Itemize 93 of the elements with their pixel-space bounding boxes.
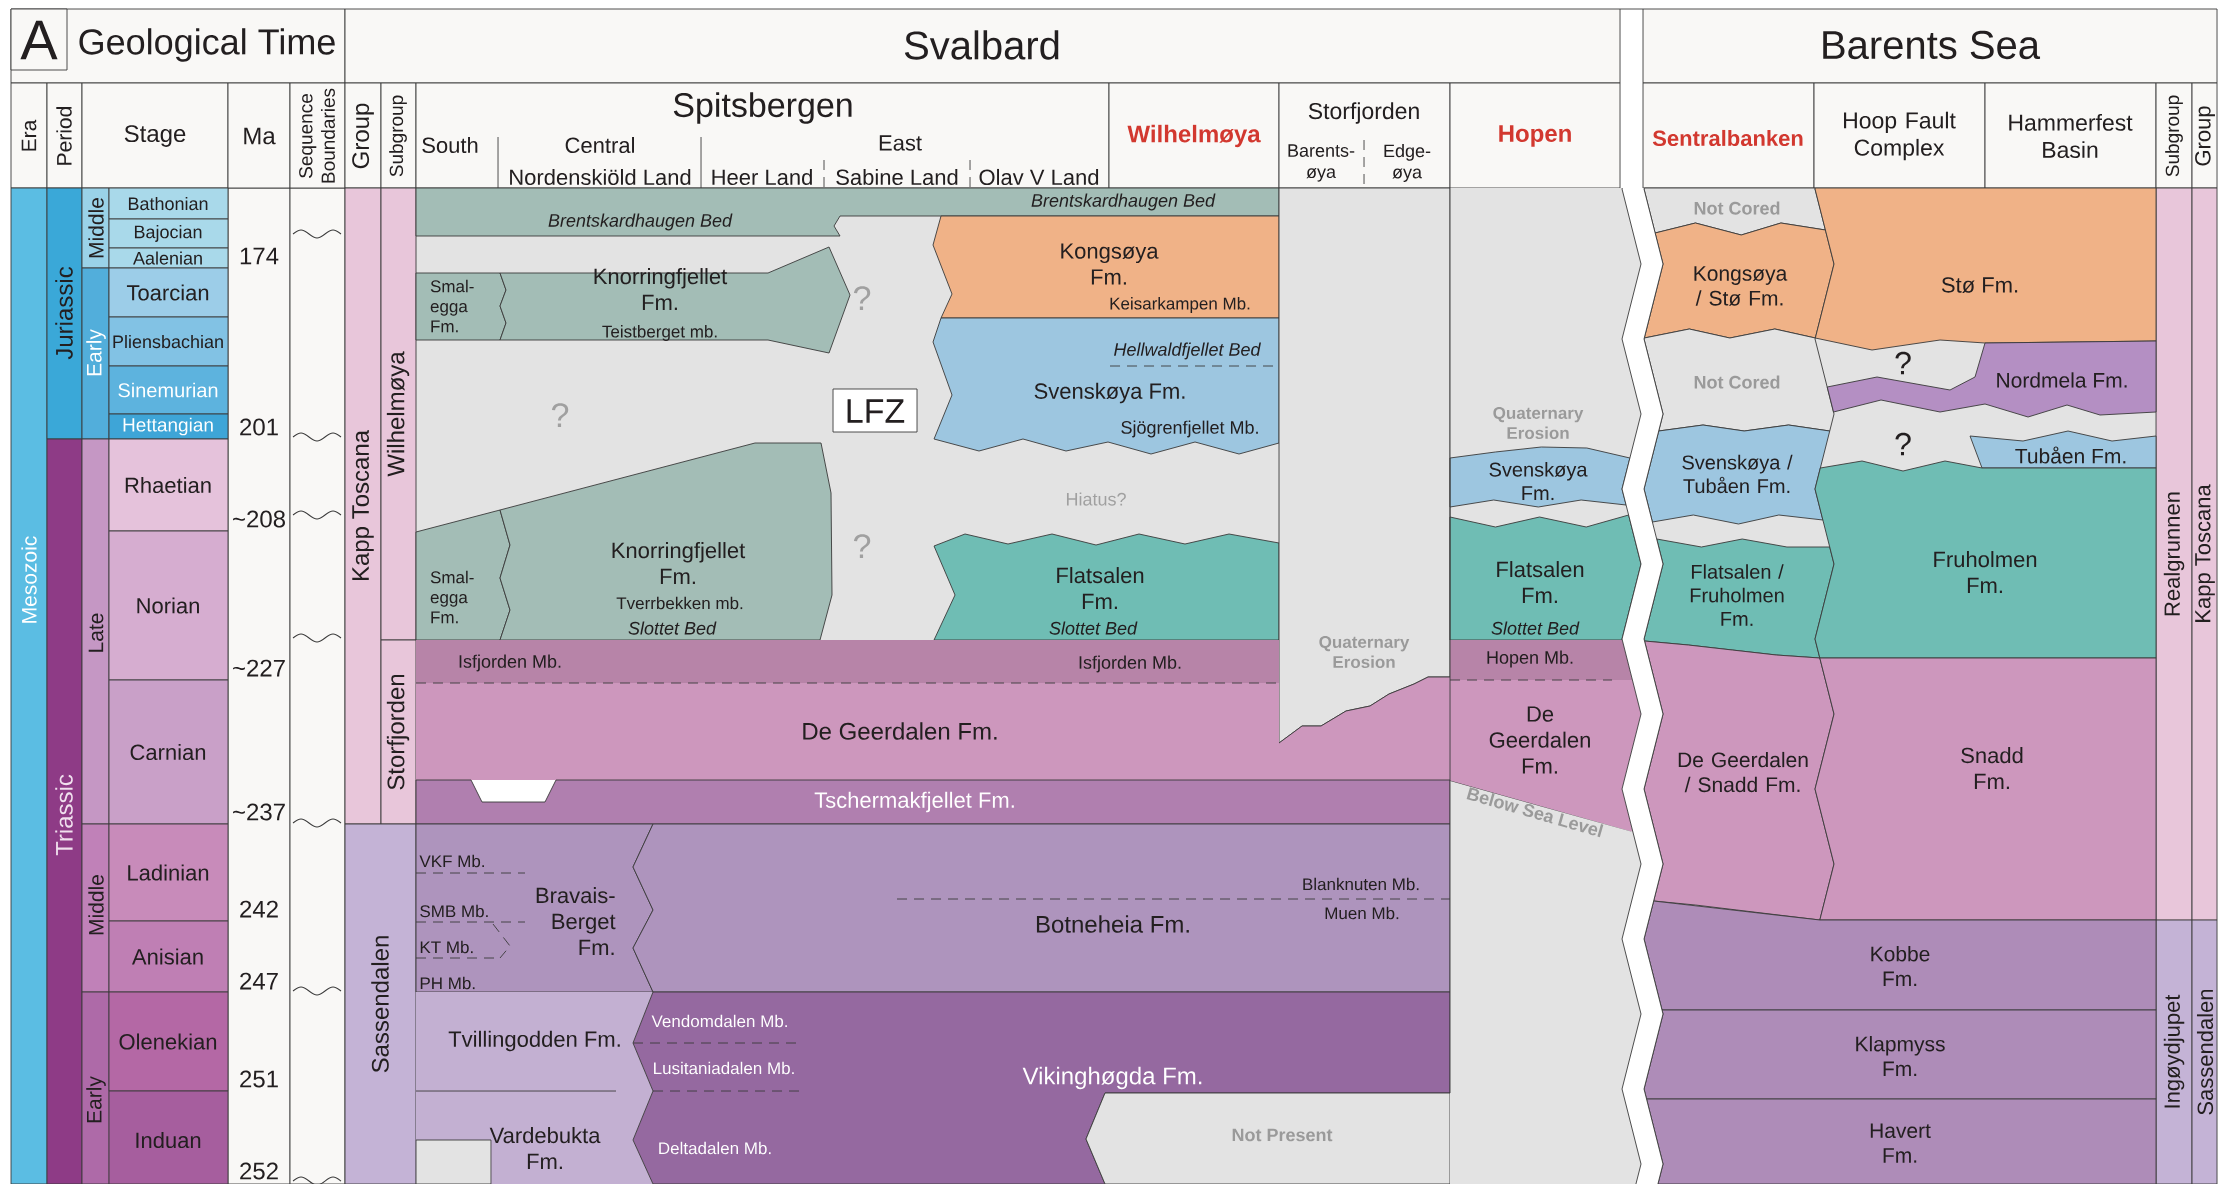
node-label: Ingøydjupet	[2163, 994, 2185, 1108]
erosion-area: Quaternary Erosion	[1450, 188, 1641, 458]
ma-value: 174	[240, 247, 279, 265]
stage-cell: Pliensbachian	[108, 316, 229, 367]
column-header: Sequence Boundaries	[289, 82, 346, 189]
formation-unit: Tubåen Fm.	[1969, 430, 2157, 469]
formation-unit: Brentskardhaugen Bed Brentskardhaugen Bed	[415, 187, 1280, 237]
ma-value: ~237	[233, 803, 285, 821]
formation-unit: VKF Mb. SMB Mb. KT Mb. PH Mb. Bravais- Berget Fm.	[415, 823, 654, 993]
fault-zone-box: LFZ	[832, 388, 918, 433]
formation-unit: Smal- egga Fm.	[415, 272, 507, 341]
formation-unit: Smal- egga Fm.	[415, 509, 511, 641]
formation-unit: Kobbe Fm.	[1643, 900, 2157, 1011]
formation-unit: Stø Fm.	[1814, 187, 2157, 351]
column-header: Hoop Fault Complex	[1813, 82, 1986, 189]
group-bar: Kapp Toscana	[2191, 187, 2218, 921]
stage-cell: Rhaetian	[108, 438, 229, 532]
ma-value: 247	[240, 972, 278, 990]
column-header: Group	[2191, 82, 2218, 189]
epoch-bar: Middle	[81, 823, 110, 993]
below-sea-level-area: Below Sea Level	[1450, 781, 1641, 1184]
stage-cell: Carnian	[108, 679, 229, 825]
question-mark: ?	[853, 534, 871, 558]
stage-cell: Hettangian	[108, 413, 229, 440]
stage-cell: Induan	[108, 1090, 229, 1184]
period-bar: Juriassic	[46, 187, 83, 440]
hiatus-label: Hiatus?	[1067, 492, 1126, 506]
node-label: Not Present	[1232, 1128, 1333, 1142]
formation-unit: Snadd Fm.	[1814, 657, 2157, 921]
formation-unit: Kongsøya / Stø Fm.	[1643, 222, 1835, 339]
formation-unit: Blanknuten Mb. Muen Mb. Botneheia Fm.	[632, 823, 1451, 993]
formation-unit: Tvillingodden Fm.	[416, 992, 653, 1091]
formation-unit: Havert Fm.	[1646, 1098, 2157, 1184]
node-label: Quaternary Erosion	[1493, 407, 1584, 440]
question-mark: ?	[1895, 351, 1911, 375]
column-header: Era	[10, 82, 48, 189]
period-bar: Triassic	[46, 438, 83, 1184]
formation-unit: Flatsalen / Fruholmen Fm.	[1643, 538, 1835, 659]
stage-cell: Norian	[108, 530, 229, 681]
formation-unit: Klapmyss Fm.	[1643, 1009, 2157, 1100]
era-bar: Mesozoic	[10, 187, 48, 1184]
column-header: Group	[344, 82, 382, 189]
question-mark: ?	[551, 403, 569, 427]
column-header: Storfjorden Barents- øya Edge- øya	[1278, 82, 1451, 189]
ma-value: 251	[240, 1070, 278, 1088]
ma-value: ~208	[233, 510, 285, 528]
not-present-area: Not Present	[1085, 1092, 1451, 1184]
panel-letter-box: A	[10, 8, 68, 71]
column-header: Hopen	[1449, 82, 1621, 189]
epoch-bar: Middle	[81, 187, 110, 269]
group-bar: Sassendalen	[344, 823, 417, 1184]
formation-unit: Vardebukta Fm.	[415, 1090, 653, 1184]
stage-cell: Ladinian	[108, 823, 229, 922]
formation-unit: Svenskøya Fm.	[1449, 446, 1631, 508]
group-bar: Ingøydjupet	[2155, 919, 2193, 1184]
formation-unit: Hellwaldfjellet Bed Svenskøya Fm. Sjögrenfjellet Mb.	[932, 317, 1280, 455]
formation-unit: Hopen Mb.	[1450, 640, 1633, 680]
ma-value: 242	[240, 900, 278, 918]
stage-cell: Anisian	[108, 920, 229, 993]
epoch-bar: Early	[81, 267, 110, 440]
question-mark: ?	[853, 286, 871, 310]
stage-cell: Sinemurian	[108, 365, 229, 415]
formation-unit: Kongsøya Fm. Keisarkampen Mb.	[932, 215, 1280, 319]
column-header: Subgroup	[380, 82, 417, 189]
ma-value: 252	[240, 1162, 278, 1180]
erosion-area: Quaternary Erosion	[1278, 187, 1451, 744]
formation-unit: De Geerdalen / Snadd Fm.	[1643, 640, 1835, 921]
stage-cell: Bajocian	[108, 218, 229, 249]
epoch-bar: Early	[81, 991, 110, 1184]
ma-value: 201	[240, 418, 278, 436]
formation-unit: Knorringfjellet Fm. Tverrbekken mb. Slottet Bed	[499, 442, 833, 641]
column-header: Wilhelmøya	[1108, 82, 1280, 189]
ma-value: ~227	[233, 659, 285, 677]
question-mark: ?	[1895, 432, 1911, 456]
formation-unit: Knorringfjellet Fm. Teistberget mb.	[499, 246, 851, 354]
column-header: Sentralbanken	[1642, 82, 1815, 189]
column-header: Ma	[227, 82, 291, 189]
formation-unit: Svenskøya / Tubåen Fm.	[1643, 424, 1831, 525]
stage-cell: Bathonian	[108, 187, 229, 220]
not-cored-area: Not Cored	[1643, 328, 1835, 432]
epoch-bar: Late	[81, 438, 110, 825]
group-bar: Realgrunnen	[2155, 187, 2193, 921]
formation-unit: Tschermakfjellet Fm.	[415, 779, 1451, 825]
group-bar: Sassendalen	[2191, 919, 2218, 1184]
stage-cell: Toarcian	[108, 267, 229, 318]
group-bar: Storfjorden	[380, 639, 417, 825]
not-cored-area: Not Cored	[1643, 187, 1826, 236]
column-header: Period	[46, 82, 83, 189]
column-header: Subgroup	[2155, 82, 2193, 189]
stage-cell: Olenekian	[108, 991, 229, 1092]
stage-cell: Aalenian	[108, 247, 229, 269]
formation-unit: Flatsalen Fm. Slottet Bed	[933, 533, 1280, 641]
formation-unit: Isfjorden Mb. Isfjorden Mb.	[416, 640, 1279, 683]
